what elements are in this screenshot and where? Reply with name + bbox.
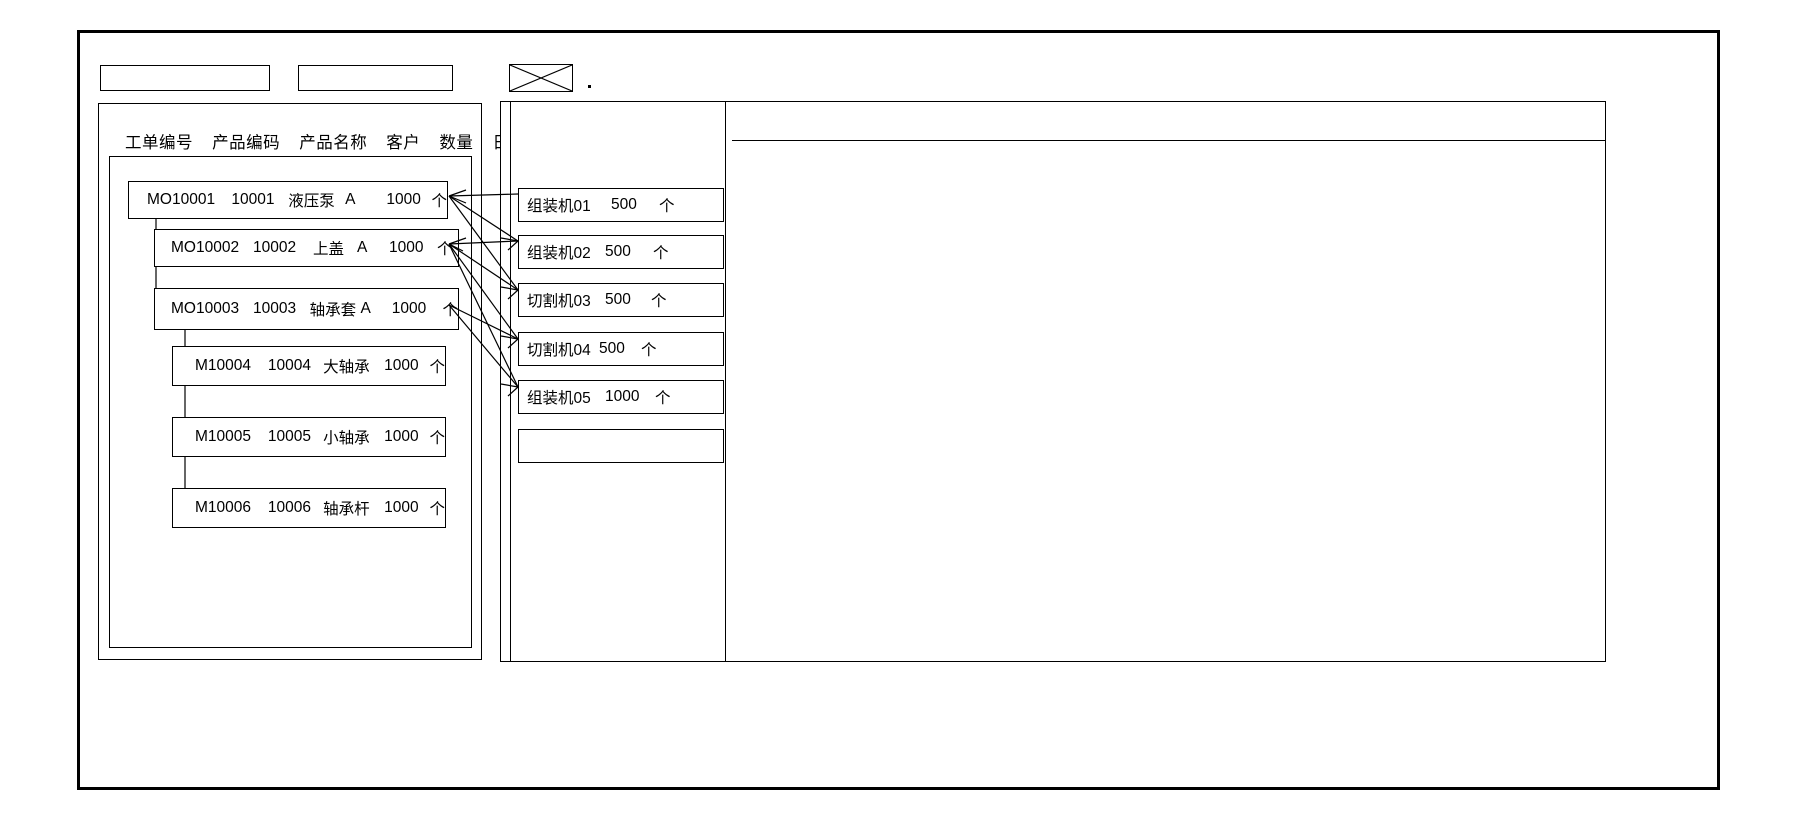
tree-row-2-customer: A xyxy=(360,300,371,317)
toolbar-field-1[interactable] xyxy=(100,65,270,91)
tree-row-5-order-no: M10006 xyxy=(195,499,252,516)
toolbar xyxy=(80,33,1717,93)
column-header-customer: 客户 xyxy=(386,134,421,152)
machine-row-0-name: 组装机01 xyxy=(527,198,591,215)
application-window: 工单编号 产品编码 产品名称 客户 数量 日期 MO10001 10001 xyxy=(77,30,1720,790)
machine-row-1-qty: 500 xyxy=(605,243,631,260)
tree-row-4-product-code: 10005 xyxy=(267,428,312,445)
machine-row-2-qty: 500 xyxy=(605,291,631,308)
tree-row-0-unit: 个 xyxy=(431,193,447,210)
detail-panel-header-divider xyxy=(732,140,1606,141)
machine-panel-dot xyxy=(588,85,591,88)
tree-row-2-order-no: MO10003 xyxy=(171,300,240,317)
tree-row-4-qty: 1000 xyxy=(384,428,419,445)
column-header-product-name: 产品名称 xyxy=(299,134,368,152)
machine-row-3[interactable]: 切割机04 500 个 xyxy=(518,332,724,366)
tree-row-3-order-no: M10004 xyxy=(195,357,252,374)
machine-row-1-name: 组装机02 xyxy=(527,245,591,262)
detail-panel-content xyxy=(732,101,1606,662)
machine-row-5[interactable] xyxy=(518,429,724,463)
tree-row-0-order-no: MO10001 xyxy=(147,191,216,208)
work-order-panel: 工单编号 产品编码 产品名称 客户 数量 日期 MO10001 10001 xyxy=(98,103,526,660)
machine-row-0-qty: 500 xyxy=(611,196,637,213)
tree-row-3[interactable]: M10004 10004 大轴承 1000 个 xyxy=(172,346,446,386)
tree-row-3-product-code: 10004 xyxy=(267,357,312,374)
tree-row-2[interactable]: MO10003 10003 轴承套 A 1000 个 xyxy=(154,288,459,330)
machine-row-3-name: 切割机04 xyxy=(527,342,591,359)
machine-row-2-name: 切割机03 xyxy=(527,293,591,310)
tree-row-5-product-code: 10006 xyxy=(267,499,312,516)
tree-row-1-unit: 个 xyxy=(437,241,453,258)
tree-row-5-qty: 1000 xyxy=(384,499,419,516)
machine-row-1-unit: 个 xyxy=(653,245,669,262)
machine-row-0-unit: 个 xyxy=(659,198,675,215)
tree-row-4-unit: 个 xyxy=(429,430,445,447)
detail-panel-right-edge xyxy=(1605,101,1606,662)
tree-row-0-product-code: 10001 xyxy=(231,191,275,208)
tree-row-1[interactable]: MO10002 10002 上盖 A 1000 个 xyxy=(154,229,459,267)
tree-row-1-product-name: 上盖 xyxy=(313,241,345,258)
tree-row-4[interactable]: M10005 10005 小轴承 1000 个 xyxy=(172,417,446,457)
work-order-column-headers: 工单编号 产品编码 产品名称 客户 数量 日期 xyxy=(125,129,540,153)
tree-row-5-unit: 个 xyxy=(429,501,445,518)
tree-row-3-qty: 1000 xyxy=(384,357,419,374)
column-header-order-no: 工单编号 xyxy=(125,134,193,152)
column-header-qty: 数量 xyxy=(439,134,474,152)
machine-row-4-unit: 个 xyxy=(655,390,671,407)
tree-row-0[interactable]: MO10001 10001 液压泵 A 1000 个 xyxy=(128,181,448,219)
tree-row-3-product-name: 大轴承 xyxy=(323,359,370,376)
machine-row-0[interactable]: 组装机01 500 个 xyxy=(518,188,724,222)
tree-row-0-product-name: 液压泵 xyxy=(288,193,335,210)
tree-row-1-order-no: MO10002 xyxy=(171,239,240,256)
tree-row-1-customer: A xyxy=(357,239,368,256)
tree-row-4-product-name: 小轴承 xyxy=(323,430,370,447)
machine-row-4-qty: 1000 xyxy=(605,388,640,405)
tree-row-2-unit: 个 xyxy=(442,302,458,319)
tree-row-5-product-name: 轴承杆 xyxy=(323,501,370,518)
machine-row-1[interactable]: 组装机02 500 个 xyxy=(518,235,724,269)
tree-row-1-qty: 1000 xyxy=(389,239,424,256)
machine-row-2[interactable]: 切割机03 500 个 xyxy=(518,283,724,317)
work-order-tree: MO10001 10001 液压泵 A 1000 个 MO10002 10002… xyxy=(109,156,472,648)
tree-row-4-order-no: M10005 xyxy=(195,428,252,445)
detail-panel xyxy=(725,101,1606,662)
machine-row-4-name: 组装机05 xyxy=(527,390,591,407)
tree-row-0-customer: A xyxy=(345,191,356,208)
toolbar-field-2[interactable] xyxy=(298,65,453,91)
tree-row-2-product-code: 10003 xyxy=(253,300,297,317)
tree-row-3-unit: 个 xyxy=(429,359,445,376)
crossed-box-image-placeholder-icon[interactable] xyxy=(509,64,573,92)
tree-row-5[interactable]: M10006 10006 轴承杆 1000 个 xyxy=(172,488,446,528)
column-header-product-code: 产品编码 xyxy=(212,134,281,152)
machine-row-2-unit: 个 xyxy=(651,293,667,310)
tree-row-2-product-name: 轴承套 xyxy=(309,302,357,319)
machine-row-4[interactable]: 组装机05 1000 个 xyxy=(518,380,724,414)
tree-row-0-qty: 1000 xyxy=(386,191,421,208)
machine-row-3-unit: 个 xyxy=(641,342,657,359)
tree-row-1-product-code: 10002 xyxy=(253,239,297,256)
tree-row-2-qty: 1000 xyxy=(391,300,427,317)
machine-row-3-qty: 500 xyxy=(599,340,625,357)
